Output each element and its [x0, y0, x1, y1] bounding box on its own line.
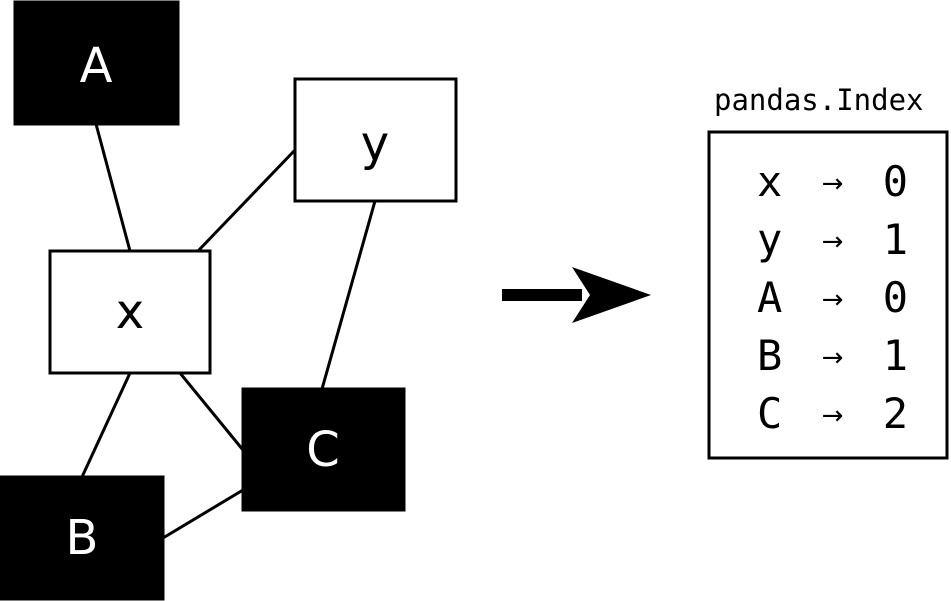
index-row-arrow: →: [822, 343, 844, 373]
index-panel-box: [707, 130, 949, 460]
index-row: x → 0: [757, 153, 908, 206]
index-row-key: A: [757, 273, 782, 322]
index-row-key: y: [757, 215, 782, 264]
node-C-label: C: [306, 422, 340, 478]
graph-edges: [80, 123, 377, 540]
node-x: x: [48, 249, 212, 375]
edge-x-B: [80, 372, 132, 478]
node-A-label: A: [80, 38, 113, 94]
index-row-arrow: →: [822, 169, 844, 199]
edge-x-C: [178, 372, 245, 451]
node-x-label: x: [116, 284, 144, 340]
node-B-label: B: [66, 510, 99, 566]
index-row: C → 2: [757, 385, 908, 438]
index-row-arrow: →: [822, 401, 844, 431]
index-row-value: 0: [883, 273, 908, 322]
node-B: B: [0, 475, 165, 601]
index-row: A → 0: [757, 269, 908, 322]
index-row-arrow: →: [822, 285, 844, 315]
transform-arrow-icon: [502, 267, 651, 323]
index-row-value: 1: [883, 215, 908, 264]
node-y-label: y: [361, 116, 389, 172]
index-row: y → 1: [757, 211, 908, 264]
index-panel-title: pandas.Index: [714, 83, 924, 117]
node-y: y: [293, 77, 458, 203]
edge-y-C: [320, 200, 377, 390]
index-row-key: C: [757, 389, 782, 438]
index-row-value: 1: [883, 331, 908, 380]
edge-A-x: [94, 123, 132, 252]
index-row: B → 1: [757, 327, 908, 380]
node-A: A: [13, 0, 180, 126]
edge-B-C: [162, 488, 244, 540]
index-row-arrow: →: [822, 227, 844, 257]
index-row-key: x: [757, 157, 782, 206]
index-row-value: 2: [883, 389, 908, 438]
node-C: C: [241, 387, 406, 512]
edge-x-y: [196, 148, 297, 253]
index-row-key: B: [757, 331, 782, 380]
index-panel: pandas.Index x → 0 y → 1 A → 0 B → 1 C →…: [707, 83, 949, 460]
index-row-value: 0: [883, 157, 908, 206]
graph-nodes: A y x C B: [0, 0, 458, 601]
